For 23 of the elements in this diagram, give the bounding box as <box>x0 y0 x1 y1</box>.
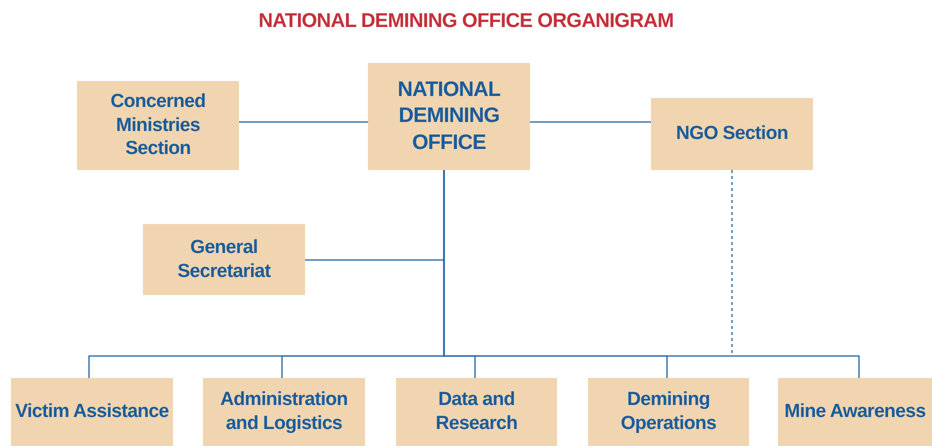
unit-name: NATIONAL DEMINING OFFICE <box>396 77 502 156</box>
connector-line <box>239 121 368 123</box>
unit-name: Demining Operations <box>620 388 718 436</box>
unit-name: Concerned Ministries Section <box>110 90 206 162</box>
unit-name: Victim Assistance <box>14 400 170 424</box>
unit-name: Mine Awareness <box>783 400 927 424</box>
unit-name: Data and Research <box>434 388 518 436</box>
org-unit-box <box>203 378 365 446</box>
dashed-connector <box>731 170 733 356</box>
unit-name: General Secretariat <box>176 236 272 284</box>
org-unit-box <box>588 378 749 446</box>
org-unit-box <box>368 63 530 170</box>
connector-line <box>443 170 860 378</box>
org-unit-box <box>651 98 813 170</box>
org-unit-box <box>143 224 305 295</box>
unit-name: Administration and Logistics <box>219 388 349 436</box>
org-unit-box <box>11 378 173 446</box>
org-unit-box <box>778 378 932 446</box>
connector-line <box>530 121 651 123</box>
diagram-title: NATIONAL DEMINING OFFICE ORGANIGRAM <box>257 9 675 34</box>
org-unit-box <box>396 378 557 446</box>
org-unit-box <box>77 81 239 170</box>
unit-name: NGO Section <box>675 122 789 146</box>
